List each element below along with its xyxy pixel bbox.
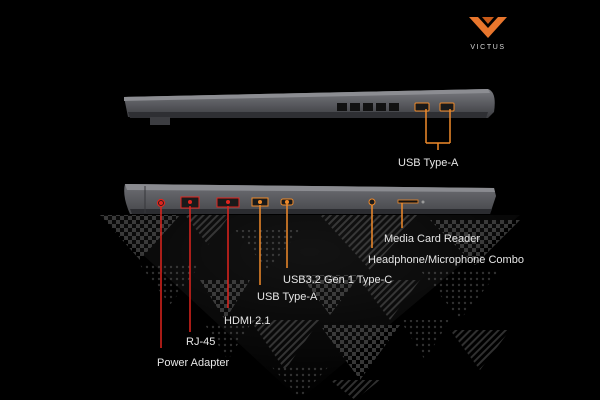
vent-slot (337, 103, 347, 111)
vent-slot (376, 103, 386, 111)
laptop-left-side-view (124, 184, 496, 214)
label-media-card-reader: Media Card Reader (384, 233, 480, 245)
label-usb-type-c: USB3.2 Gen 1 Type-C (283, 274, 392, 286)
vent-slot (389, 103, 399, 111)
label-rj45: RJ-45 (186, 336, 215, 348)
media-card-slot (397, 199, 419, 204)
vent-slot (350, 103, 360, 111)
label-usb-type-a-left: USB Type-A (257, 291, 318, 303)
label-hdmi: HDMI 2.1 (224, 315, 270, 327)
audio-jack (368, 198, 376, 206)
usb-a-port-right-1 (414, 102, 430, 112)
left-side-callouts (160, 203, 403, 348)
victus-logo: VICTUS (469, 17, 507, 51)
label-headphone-mic-combo: Headphone/Microphone Combo (368, 254, 524, 266)
label-usb-type-a-right: USB Type-A (398, 157, 459, 169)
right-side-callouts (425, 109, 451, 150)
geometric-background-pattern (100, 215, 520, 400)
usb-a-port-right-2 (439, 102, 455, 112)
label-power-adapter: Power Adapter (157, 357, 229, 369)
callout-endpoints (159, 200, 289, 205)
laptop-right-side-view (124, 89, 495, 125)
vent-slot (363, 103, 373, 111)
brand-name: VICTUS (470, 44, 505, 51)
